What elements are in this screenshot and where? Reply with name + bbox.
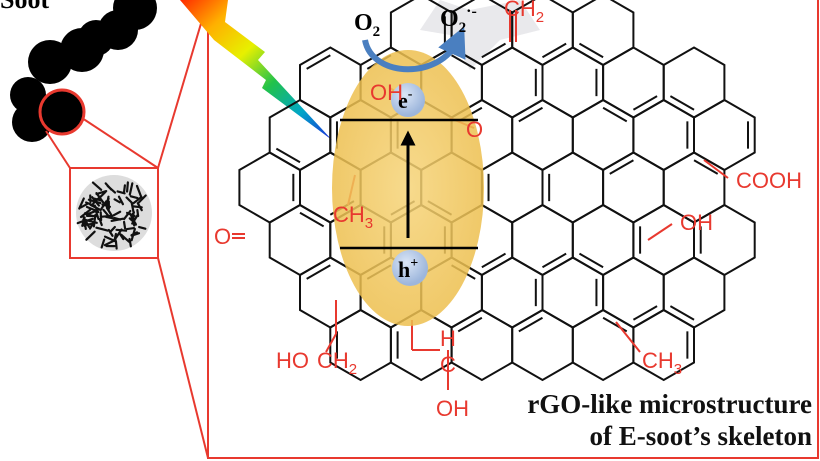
ketone-oxygen-label: O [214, 224, 231, 249]
superoxide-label: O2·- [440, 3, 477, 36]
hydroxyl-top-label: OH [370, 80, 403, 105]
methyl-bottom-label: CH3 [642, 348, 682, 378]
center-c-label: C [440, 352, 456, 377]
figure-caption: rGO-like microstructure of E-soot’s skel… [482, 388, 812, 452]
carboxyl-label: COOH [736, 168, 802, 193]
methyl-left-label: CH3 [333, 202, 373, 232]
caption-line-1: rGO-like microstructure [527, 389, 812, 419]
light-bolt [180, 0, 332, 140]
svg-text:e-: e- [398, 87, 413, 113]
soot-label: Soot [0, 0, 49, 14]
electron-particle: e- [391, 83, 425, 117]
nanostructure-inset [76, 175, 152, 251]
ch2-top-label: CH2 [504, 0, 544, 26]
oxygen-label: O2 [354, 10, 380, 40]
selected-particle [38, 88, 86, 136]
hydroxyl-bottom-label: OH [436, 396, 469, 421]
caption-line-2: of E-soot’s skeleton [589, 421, 813, 451]
hydroxyl-right-label: OH [680, 210, 713, 235]
graphene-skeleton [238, 0, 756, 382]
center-h-label: H [440, 326, 456, 351]
ether-oxygen-label: O [466, 117, 483, 142]
hole-particle: h+ [392, 250, 428, 286]
oxygen-reduction-arrow [362, 26, 466, 73]
soot-chain [10, 0, 157, 142]
svg-text:h+: h+ [398, 256, 418, 282]
zoom-lines [45, 0, 819, 459]
